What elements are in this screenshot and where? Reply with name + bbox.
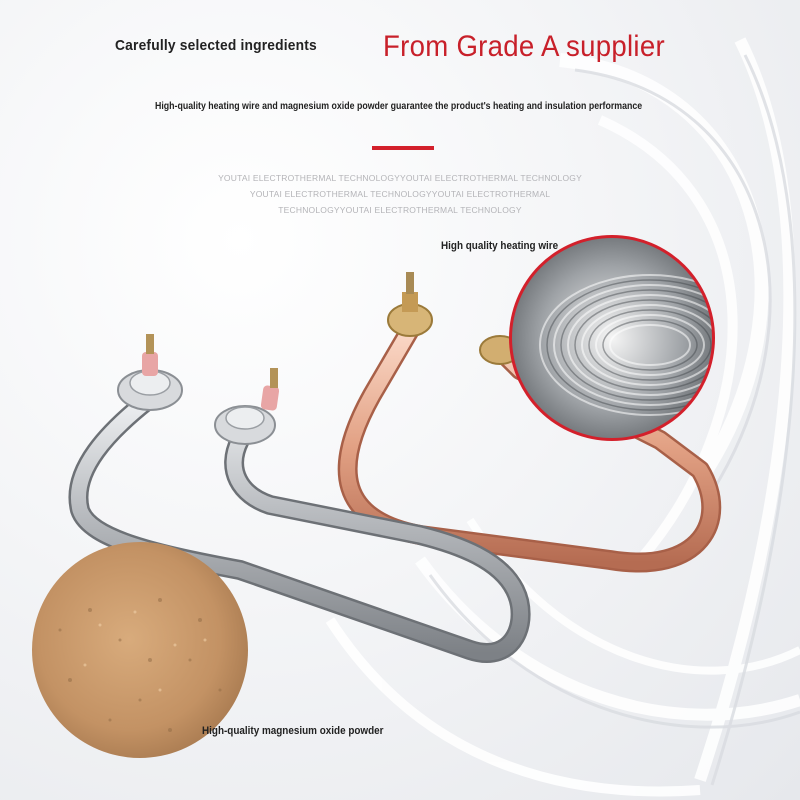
heating-wire-label: High quality heating wire — [441, 240, 559, 252]
header-supplier-text: From Grade A supplier — [383, 30, 665, 63]
watermark-line: YOUTAI ELECTROTHERMAL TECHNOLOGYYOUTAI E… — [218, 173, 582, 183]
copper-heating-element — [337, 272, 722, 573]
background-cable-shadows — [428, 54, 800, 786]
subtitle-text: High-quality heating wire and magnesium … — [155, 101, 643, 112]
header-ingredients-text: Carefully selected ingredients — [115, 37, 317, 54]
watermark-line: YOUTAI ELECTROTHERMAL TECHNOLOGYYOUTAI E… — [249, 189, 551, 199]
watermark-line: TECHNOLOGYYOUTAI ELECTROTHERMAL TECHNOLO… — [278, 205, 522, 215]
stainless-heating-element-front — [68, 334, 531, 663]
powder-label: High-quality magnesium oxide powder — [202, 725, 384, 737]
heating-wire-closeup — [509, 235, 715, 441]
magnesium-oxide-powder-closeup — [32, 542, 248, 758]
watermark: YOUTAI ELECTROTHERMAL TECHNOLOGYYOUTAI E… — [215, 170, 585, 218]
red-divider — [372, 146, 434, 150]
